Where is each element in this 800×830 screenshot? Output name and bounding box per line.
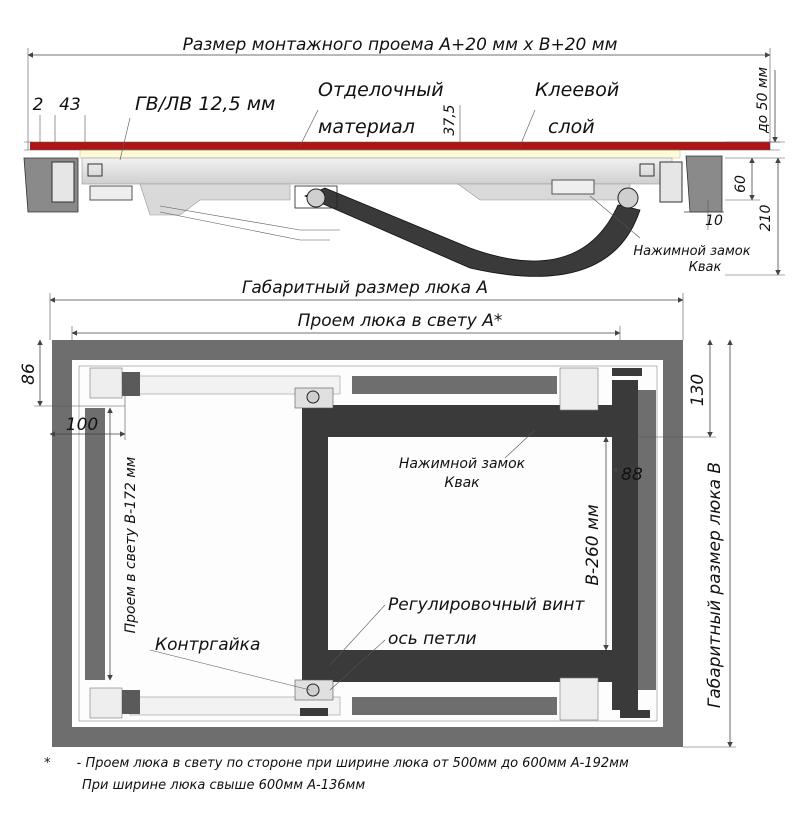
dim-37-5-label: 37,5 xyxy=(442,104,458,135)
clear-a-label: Проем люка в свету А* xyxy=(298,311,503,331)
dim-10-label: 10 xyxy=(705,213,723,229)
section-view: Размер монтажного проема А+20 мм х В+20 … xyxy=(23,35,785,277)
swing-arm xyxy=(303,187,641,277)
top-strip xyxy=(352,376,557,394)
plan-lock-label-1: Нажимной замок xyxy=(399,456,526,472)
finishing-label-1: Отделочный xyxy=(318,79,444,101)
mounting-opening-label: Размер монтажного проема А+20 мм х В+20 … xyxy=(183,35,618,55)
up-to-50-label: до 50 мм xyxy=(755,67,771,135)
footnote-line-1: * - Проем люка в свету по стороне при ши… xyxy=(44,756,629,771)
hinge-link xyxy=(159,211,330,241)
dim-86-label: 86 xyxy=(19,363,39,385)
bottom-strip xyxy=(352,697,557,715)
lock-label-2: Квак xyxy=(689,260,722,275)
plan-lock-label-2: Квак xyxy=(444,475,480,491)
dim-210-label: 210 xyxy=(758,205,774,232)
dim-88-label: 88 xyxy=(621,465,643,485)
hinge-axis-label: ось петли xyxy=(388,629,477,649)
glue-layer xyxy=(30,142,770,150)
finishing-label-2: материал xyxy=(318,116,415,138)
dim-43-label: 43 xyxy=(59,95,81,115)
mechanism-left xyxy=(302,405,328,682)
dim-60-label: 60 xyxy=(733,175,749,193)
mechanism-bottom xyxy=(302,650,624,682)
hinge-arm-right xyxy=(457,183,631,201)
overall-b-label: Габаритный размер люка В xyxy=(705,462,725,708)
mechanism-right xyxy=(612,380,638,710)
dim-100-label: 100 xyxy=(66,415,98,435)
dim-2-label: 2 xyxy=(33,95,44,115)
left-strip xyxy=(85,408,105,680)
right-strip xyxy=(636,390,656,690)
overall-a-label: Габаритный размер люка А xyxy=(242,278,488,298)
clear-b-label: Проем в свету В-172 мм xyxy=(123,456,139,633)
board-label: ГВ/ЛВ 12,5 мм xyxy=(135,93,275,115)
glue-label-1: Клеевой xyxy=(535,79,619,101)
footnote-text-2: При ширине люка свыше 600мм А-136мм xyxy=(82,778,366,793)
glue-label-2: слой xyxy=(548,116,595,138)
footnote-line-2: При ширине люка свыше 600мм А-136мм xyxy=(82,778,365,793)
footnote-text-1: - Проем люка в свету по стороне при шири… xyxy=(76,756,629,771)
lock-label-1: Нажимной замок xyxy=(633,244,750,259)
dim-130-label: 130 xyxy=(688,374,708,406)
finishing-layer xyxy=(79,149,681,159)
plan-view: Габаритный размер люка А Проем люка в св… xyxy=(19,278,736,748)
lock-left xyxy=(51,161,75,203)
mechanism-top xyxy=(302,405,624,437)
locknut-label: Контргайка xyxy=(155,635,260,655)
footnote-star: * xyxy=(44,756,51,771)
lock-right xyxy=(659,161,683,203)
wall-right xyxy=(685,155,723,213)
hinge-arm-left xyxy=(139,183,291,216)
adjust-screw-label: Регулировочный винт xyxy=(388,595,585,615)
b-260-label: В-260 мм xyxy=(583,504,603,585)
